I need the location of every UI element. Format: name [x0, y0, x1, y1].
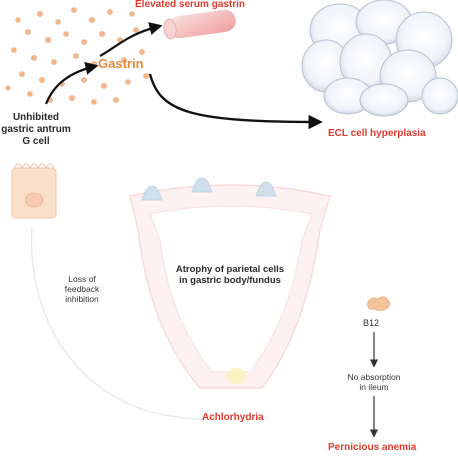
parietal-atrophy-line-1: Atrophy of parietal cells [175, 264, 285, 275]
arrow-gastrin-to-serum [99, 22, 163, 57]
b12-label: B12 [363, 318, 380, 328]
achlorhydria-label: Achlorhydria [202, 412, 264, 423]
pernicious-anemia-label: Pernicious anemia [328, 442, 417, 453]
gastrin-label: Gastrin [98, 56, 144, 71]
stomach-wall-outline [129, 184, 331, 389]
parietal-atrophy-line-2: in gastric body/fundus [179, 275, 281, 287]
feedback-label-line-1: Loss of [68, 274, 96, 284]
ecl-cell-hyperplasia-label: ECL cell hyperplasia [328, 128, 426, 139]
parietal-cell-icons [141, 177, 277, 201]
no-absorption-line-1: No absorption [347, 372, 401, 382]
blood-vessel-icon [163, 9, 236, 40]
arrow-gastrin-to-ecl [148, 73, 323, 130]
feedback-label-line-2: feedback [64, 284, 100, 295]
no-absorption-label: No absorption in ileum [338, 372, 410, 392]
g-cell-icon [11, 163, 57, 219]
feedback-label-line-3: inhibition [65, 294, 99, 305]
g-cell-label: Unhibited gastric antrum G cell [0, 112, 72, 148]
ecl-cell-cluster [301, 0, 458, 117]
parietal-atrophy-label: Atrophy of parietal cells in gastric bod… [150, 264, 310, 287]
feedback-loop-line [30, 227, 205, 421]
elevated-serum-gastrin-label: Elevated serum gastrin [135, 0, 246, 10]
g-cell-label-line-3: G cell [22, 136, 50, 147]
g-cell-label-line-1: Unhibited [12, 112, 60, 123]
arrow-gcell-to-gastrin [44, 61, 99, 105]
b12-molecule-icon [367, 296, 390, 311]
no-absorption-line-2: in ileum [359, 382, 389, 393]
g-cell-label-line-2: gastric antrum [1, 124, 71, 135]
feedback-inhibition-label: Loss of feedback inhibition [54, 274, 110, 305]
